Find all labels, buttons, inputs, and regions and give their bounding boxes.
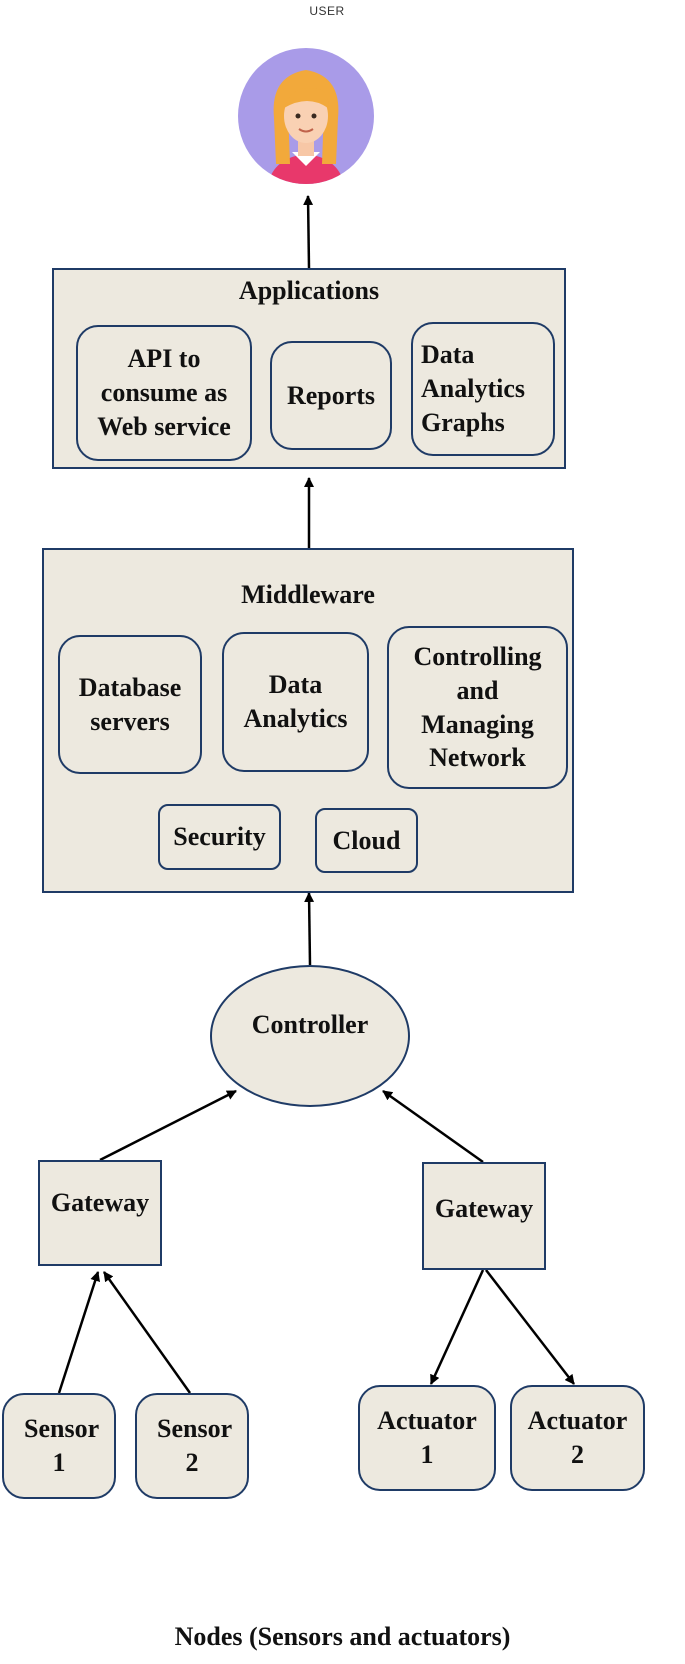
applications-title: Applications (238, 276, 380, 305)
sensor-1-label: Sensor 1 (24, 1414, 100, 1477)
sensor-2-label: Sensor 2 (157, 1414, 233, 1477)
arrow-sensor1-to-gateway1 (57, 1271, 100, 1394)
database-servers-label: Database servers (78, 672, 182, 736)
actuator-1-node: Actuator 1 (358, 1385, 496, 1491)
controller-label: Controller (251, 1010, 369, 1040)
arrow-gateway2-to-actuator1 (429, 1269, 485, 1385)
user-label: USER (309, 4, 345, 18)
gateway-left: Gateway (38, 1160, 162, 1266)
data-analytics-graphs-label: Data Analytics Graphs (421, 340, 525, 437)
security-label: Security (173, 822, 266, 852)
gateway-right: Gateway (422, 1162, 546, 1270)
database-servers-box: Database servers (58, 635, 202, 774)
gateway-left-label: Gateway (50, 1188, 150, 1217)
arrow-controller-to-middleware (304, 892, 315, 966)
actuator-2-label: Actuator 2 (527, 1406, 628, 1469)
controlling-managing-network-label: Controlling and Managing Network (413, 641, 542, 773)
middleware-title: Middleware (241, 580, 375, 609)
gateway-right-label: Gateway (434, 1194, 534, 1223)
sensor-1-node: Sensor 1 (2, 1393, 116, 1499)
arrow-gateway2-to-controller (382, 1089, 484, 1164)
arrow-sensor2-to-gateway1 (102, 1271, 192, 1394)
actuator-1-label: Actuator 1 (377, 1406, 477, 1469)
actuator-2-node: Actuator 2 (510, 1385, 645, 1491)
arrow-applications-to-user (303, 195, 314, 269)
controlling-managing-network-box: Controlling and Managing Network (387, 626, 568, 789)
api-web-service-label: API to consume as Web service (97, 344, 231, 441)
cloud-label: Cloud (332, 825, 401, 855)
reports-label: Reports (286, 380, 376, 410)
api-web-service-box: API to consume as Web service (76, 325, 252, 461)
data-analytics-graphs-box: Data Analytics Graphs (411, 322, 555, 456)
user-avatar-icon (236, 46, 376, 186)
reports-box: Reports (270, 341, 392, 450)
arrow-gateway2-to-actuator2 (485, 1269, 575, 1385)
cloud-box: Cloud (315, 808, 418, 873)
nodes-caption: Nodes (Sensors and actuators) (174, 1622, 511, 1651)
sensor-2-node: Sensor 2 (135, 1393, 249, 1499)
arrow-gateway1-to-controller (99, 1089, 237, 1162)
data-analytics-label: Data Analytics (243, 670, 348, 733)
data-analytics-box: Data Analytics (222, 632, 369, 772)
security-box: Security (158, 804, 281, 870)
controller-node: Controller (210, 965, 410, 1107)
